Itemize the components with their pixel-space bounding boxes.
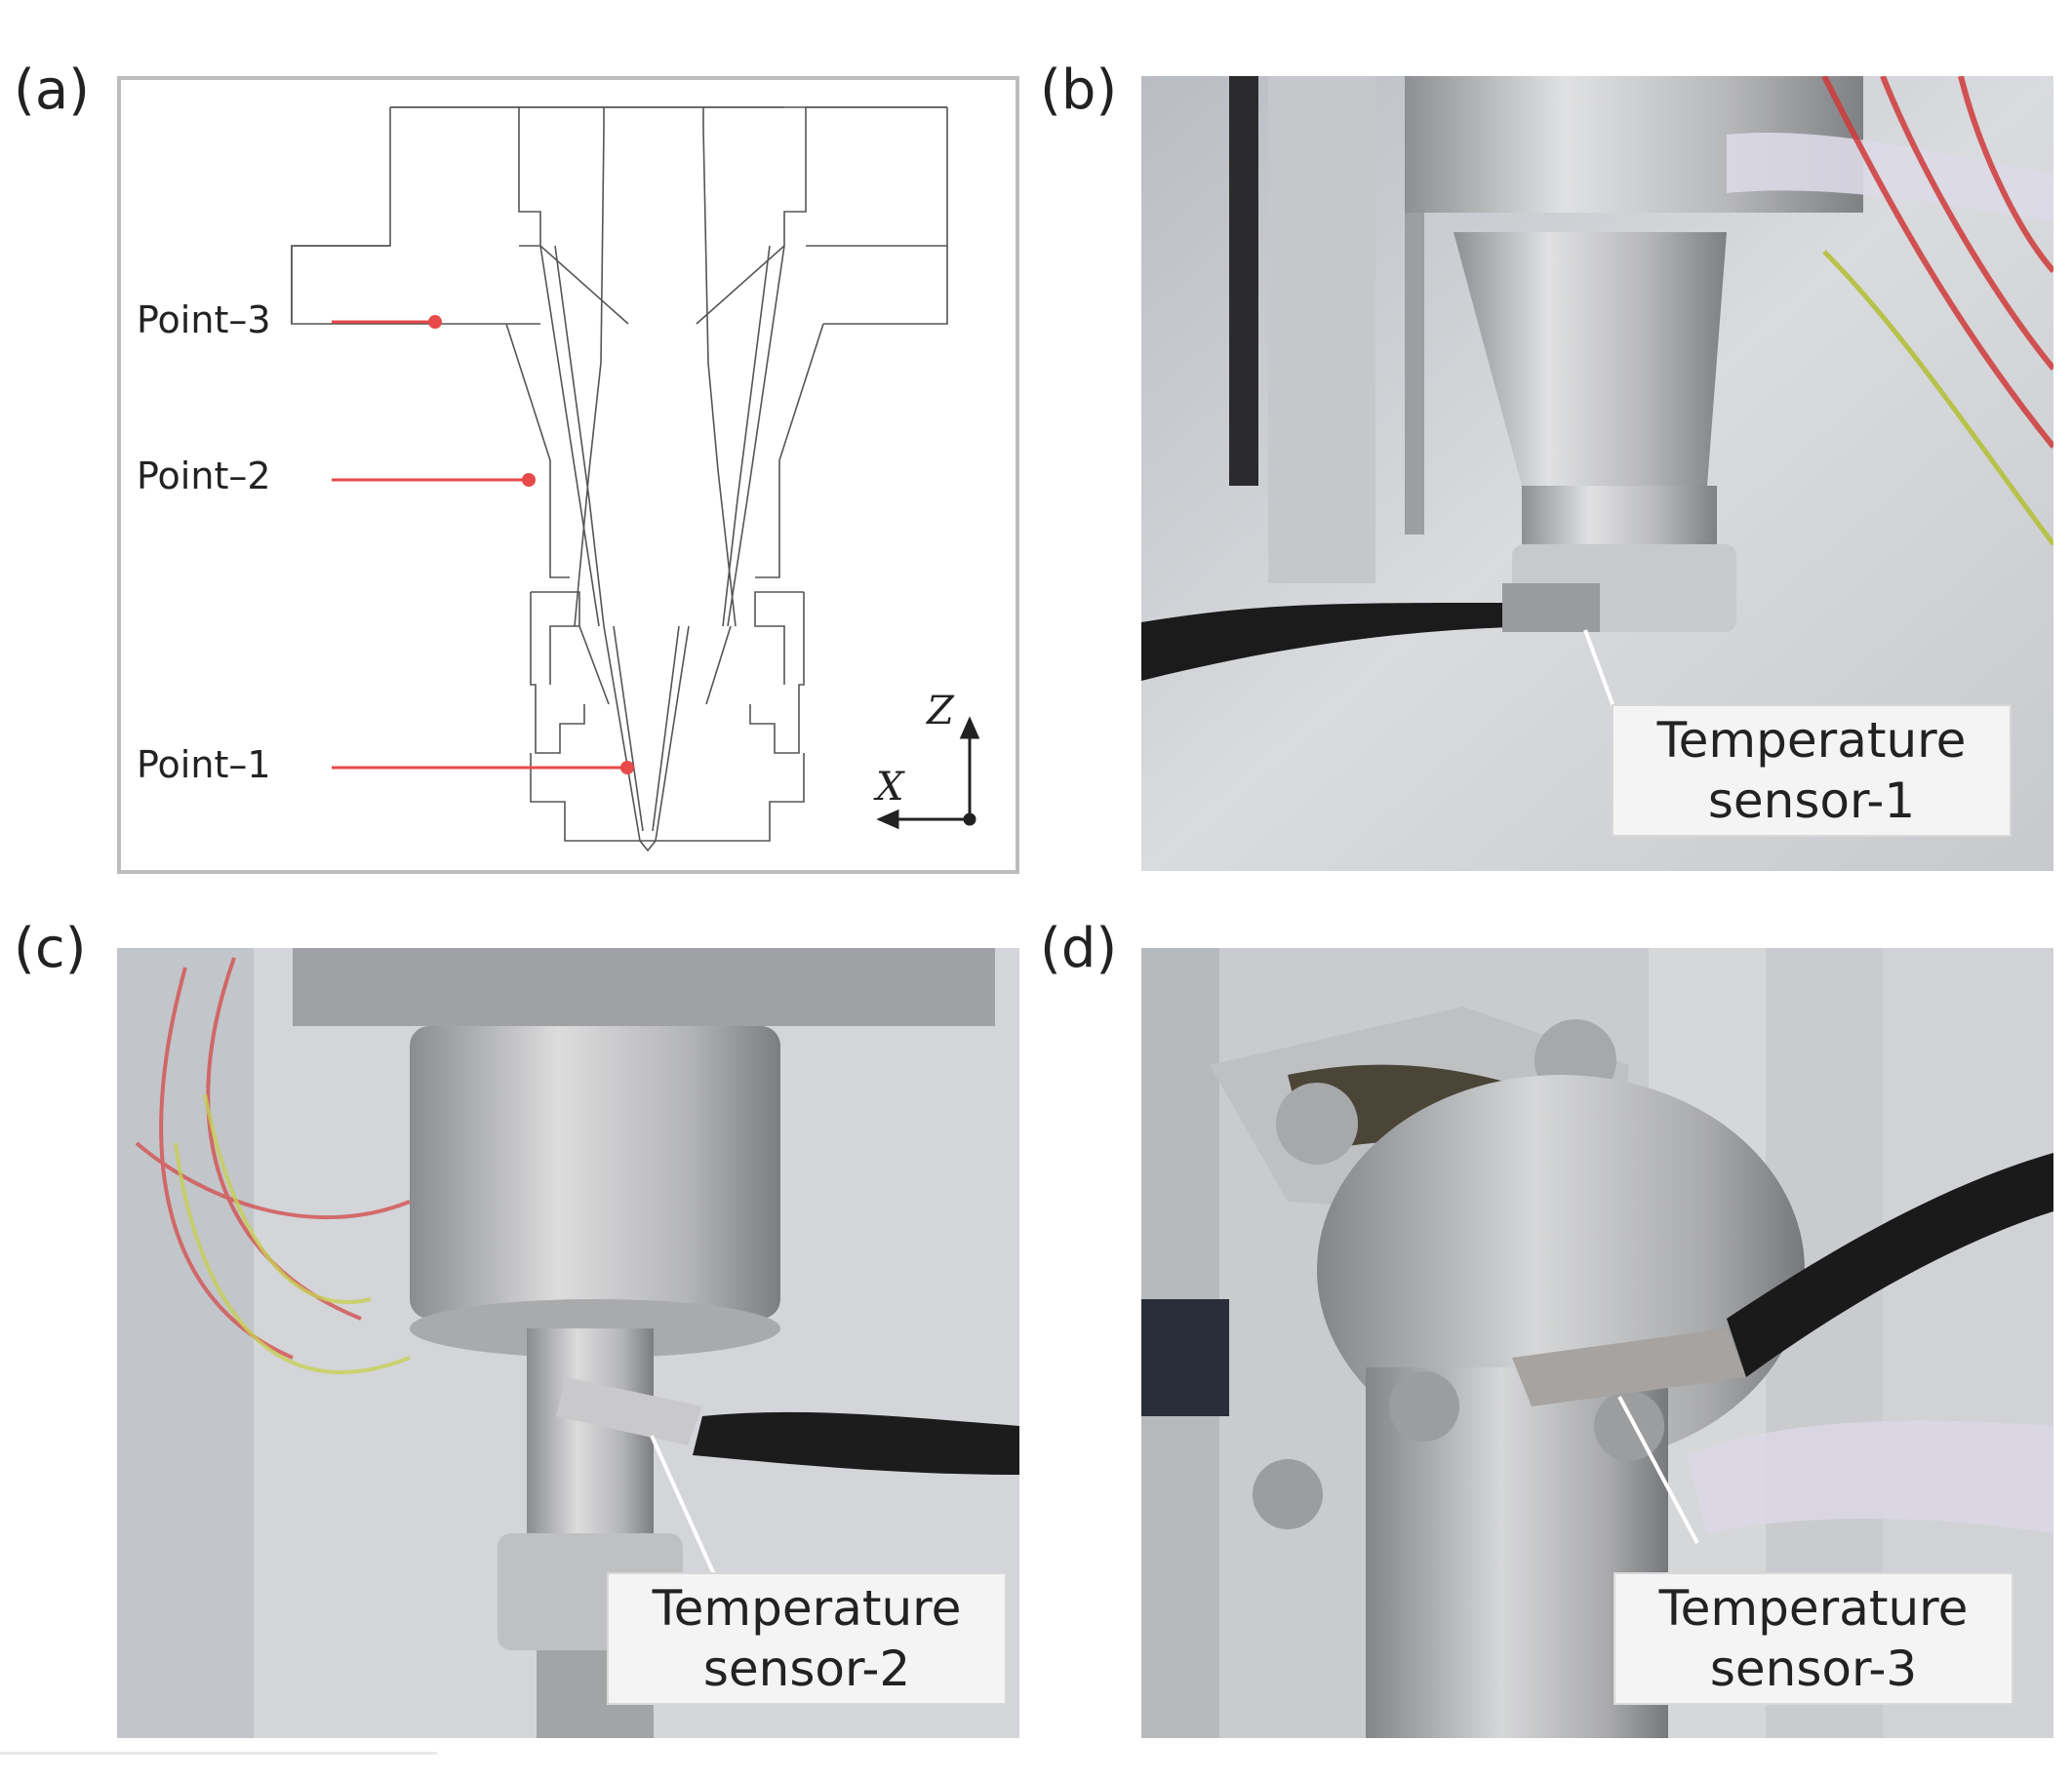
nozzle-cross-section: [291, 106, 980, 852]
panel-d-letter: (d): [1040, 917, 1118, 980]
z-axis-label: Z: [927, 689, 954, 733]
sensor-3-callout-line2: sensor-3: [1709, 1641, 1918, 1697]
sensor-2-callout-line1: Temperature: [652, 1580, 962, 1637]
sensor-2-callout: Temperature sensor-2: [607, 1572, 1007, 1705]
point-2-marker: [522, 473, 536, 487]
sensor-3-callout: Temperature sensor-3: [1614, 1572, 2013, 1705]
point-3-marker: [428, 315, 442, 329]
point-1-marker: [620, 761, 634, 774]
panel-b-photo: [1141, 76, 2053, 871]
panel-a-letter: (a): [14, 59, 91, 122]
sensor-1-callout: Temperature sensor-1: [1612, 704, 2012, 837]
panel-a-diagram: [117, 76, 1019, 874]
bottom-rule: [0, 1752, 437, 1755]
sensor-1-callout-line1: Temperature: [1656, 712, 1967, 769]
point-2-label: Point–2: [137, 455, 271, 497]
point-1-label: Point–1: [137, 743, 271, 786]
x-axis-label: X: [876, 765, 904, 810]
sensor-3-callout-line1: Temperature: [1658, 1580, 1969, 1637]
sensor-1-callout-line2: sensor-1: [1707, 772, 1916, 829]
point-3-label: Point–3: [137, 298, 271, 341]
photo-sensor-1: [1141, 76, 2053, 871]
panel-c-letter: (c): [14, 917, 87, 980]
panel-b-letter: (b): [1040, 59, 1118, 122]
sensor-2-callout-line2: sensor-2: [702, 1641, 911, 1697]
